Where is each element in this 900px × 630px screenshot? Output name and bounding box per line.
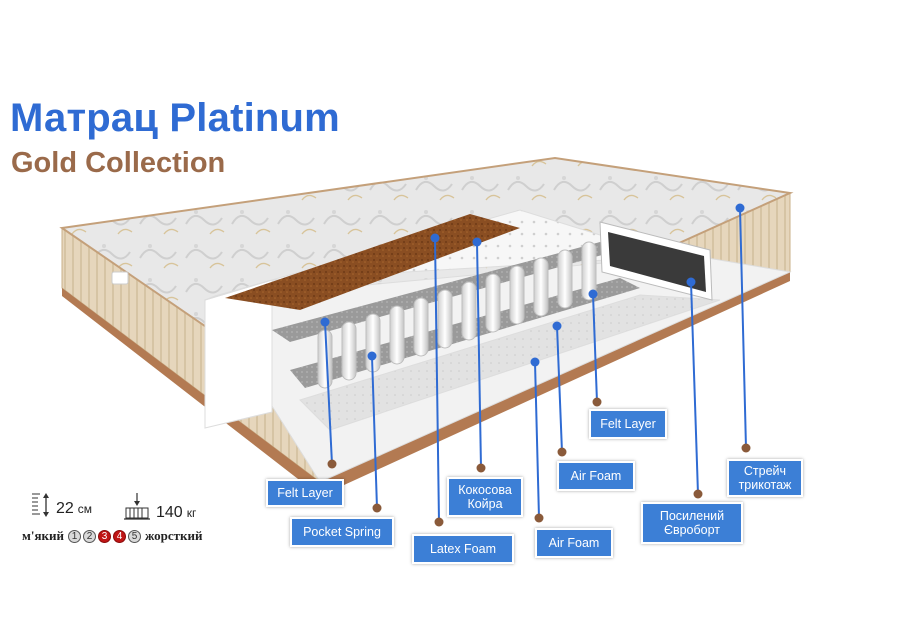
firmness-level-5: 5 [127, 529, 141, 543]
callout-air-foam-upper: Air Foam [557, 461, 635, 491]
callout-pocket-spring: Pocket Spring [290, 517, 394, 547]
callout-felt-layer-right: Felt Layer [589, 409, 667, 439]
height-unit: см [77, 502, 93, 516]
product-subtitle: Gold Collection [11, 147, 226, 179]
firmness-level-2: 2 [82, 529, 96, 543]
mattress-cutaway [204, 209, 792, 483]
callout-coconut-coir: Кокосова Койра [447, 477, 523, 517]
firmness-level-3: 3 [97, 529, 111, 543]
specs-block: 22 см 140 кг м'який 1 2 3 4 5 жорсткий [22, 492, 272, 552]
callout-stretch-knit: Стрейч трикотаж [727, 459, 803, 497]
height-value: 22 [56, 500, 74, 517]
firmness-level-1: 1 [67, 529, 81, 543]
height-spec: 22 см [30, 492, 92, 518]
callout-air-foam-lower: Air Foam [535, 528, 613, 558]
firmness-level-4: 4 [112, 529, 126, 543]
height-icon [32, 493, 49, 517]
brand-tag [111, 271, 129, 285]
load-value: 140 [156, 504, 183, 521]
firmness-scale: м'який 1 2 3 4 5 жорсткий [22, 528, 202, 544]
load-unit: кг [186, 506, 197, 520]
callout-latex-foam: Latex Foam [412, 534, 514, 564]
callout-reinforced-euroframe: Посилений Євроборт [641, 502, 743, 544]
soft-label: м'який [22, 528, 64, 543]
product-title: Матрац Platinum [10, 96, 340, 140]
pocket-springs [317, 241, 597, 389]
load-spec: 140 кг [122, 492, 196, 522]
callout-felt-layer-left: Felt Layer [266, 479, 344, 507]
leader-lines [320, 203, 751, 527]
hard-label: жорсткий [144, 528, 203, 543]
weight-load-icon [124, 493, 150, 520]
